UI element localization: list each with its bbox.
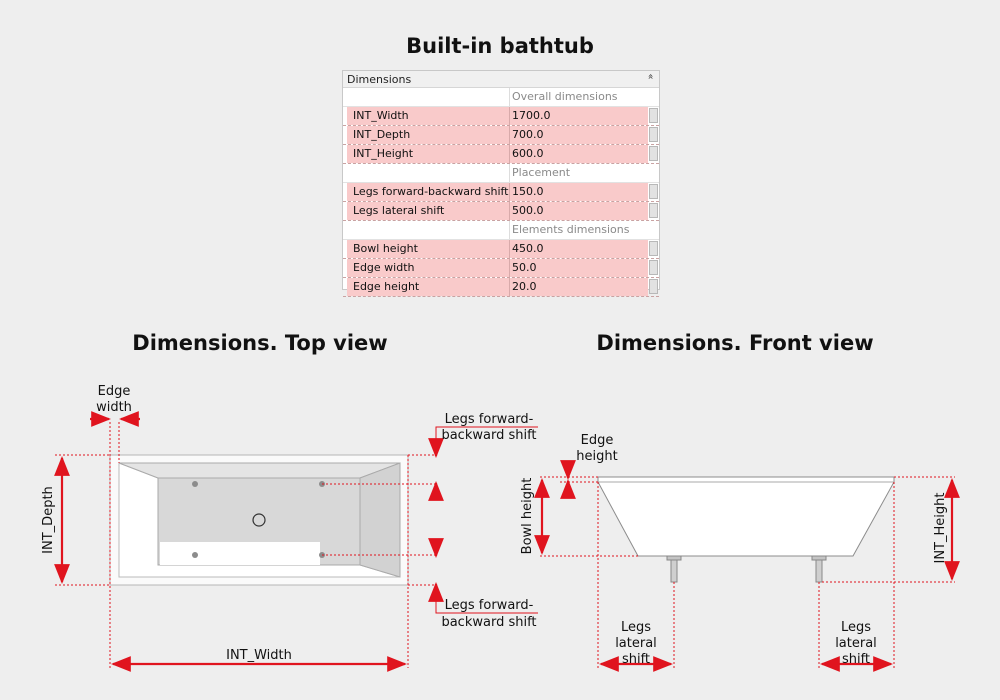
associate-parameter-button[interactable] <box>649 146 658 161</box>
parameter-name: Legs lateral shift <box>347 202 511 220</box>
bottom-highlight <box>160 542 320 565</box>
drain-icon <box>252 513 266 527</box>
group-label: Elements dimensions <box>509 221 648 239</box>
parameter-name: Edge height <box>347 278 511 296</box>
group-header-row: Overall dimensions <box>343 88 659 107</box>
associate-parameter-button[interactable] <box>649 279 658 294</box>
int-width-label: INT_Width <box>226 648 292 663</box>
front-view-drawing: Edge height Bowl height INT_Height Legs … <box>520 433 960 672</box>
legs-fb-top-label-1: Legs forward- <box>445 412 534 427</box>
parameter-value[interactable]: 500.0 <box>509 202 648 220</box>
parameter-name: INT_Depth <box>347 126 511 144</box>
parameter-name: Legs forward-backward shift <box>347 183 511 201</box>
parameter-name: INT_Height <box>347 145 511 163</box>
legs-lateral-right-1: Legs <box>841 620 871 635</box>
edge-height-label-1: Edge <box>581 433 614 448</box>
leg-left <box>670 559 678 583</box>
legs-fb-top-label-2: backward shift <box>441 428 536 443</box>
top-view-title: Dimensions. Top view <box>132 331 388 355</box>
parameter-value[interactable]: 50.0 <box>509 259 648 277</box>
tub-body <box>597 476 895 557</box>
edge-height-label-2: height <box>576 449 617 464</box>
associate-parameter-button[interactable] <box>649 241 658 256</box>
legs-lateral-left-1: Legs <box>621 620 651 635</box>
associate-parameter-button[interactable] <box>649 184 658 199</box>
leg-marker <box>192 552 198 558</box>
group-label: Placement <box>509 164 648 182</box>
associate-parameter-button[interactable] <box>649 203 658 218</box>
parameter-name: Edge width <box>347 259 511 277</box>
legs-lateral-left-3: shift <box>622 652 650 667</box>
leg-right <box>815 559 823 583</box>
parameter-value[interactable]: 450.0 <box>509 240 648 258</box>
parameter-value[interactable]: 20.0 <box>509 278 648 296</box>
int-height-label: INT_Height <box>933 493 948 564</box>
parameter-value[interactable]: 1700.0 <box>509 107 648 125</box>
legs-lateral-left-2: lateral <box>615 636 657 651</box>
legs-fb-bottom-label-2: backward shift <box>441 615 536 630</box>
top-view-drawing: Edge width Legs forward- backward shift … <box>41 384 538 672</box>
edge-width-label-2: width <box>96 400 132 415</box>
leg-marker <box>192 481 198 487</box>
group-header-row: Elements dimensions <box>343 221 659 240</box>
parameter-value[interactable]: 600.0 <box>509 145 648 163</box>
associate-parameter-button[interactable] <box>649 260 658 275</box>
parameter-name: Bowl height <box>347 240 511 258</box>
bowl-slope-right <box>359 462 401 578</box>
legs-lateral-right-2: lateral <box>835 636 877 651</box>
bowl-slope-top <box>118 462 401 479</box>
parameter-name: INT_Width <box>347 107 511 125</box>
front-view-title: Dimensions. Front view <box>596 331 874 355</box>
panel-header[interactable]: Dimensions » <box>343 71 659 88</box>
legs-fb-bottom-label-1: Legs forward- <box>445 598 534 613</box>
edge-width-label-1: Edge <box>98 384 131 399</box>
page-title: Built-in bathtub <box>406 34 594 58</box>
parameter-value[interactable]: 150.0 <box>509 183 648 201</box>
parameter-value[interactable]: 700.0 <box>509 126 648 144</box>
group-header-row: Placement <box>343 164 659 183</box>
int-depth-label: INT_Depth <box>41 486 56 554</box>
bowl-height-label: Bowl height <box>520 478 535 555</box>
associate-parameter-button[interactable] <box>649 127 658 142</box>
group-label: Overall dimensions <box>509 88 648 106</box>
legs-lateral-right-3: shift <box>842 652 870 667</box>
associate-parameter-button[interactable] <box>649 108 658 123</box>
panel-header-label: Dimensions <box>347 73 412 86</box>
